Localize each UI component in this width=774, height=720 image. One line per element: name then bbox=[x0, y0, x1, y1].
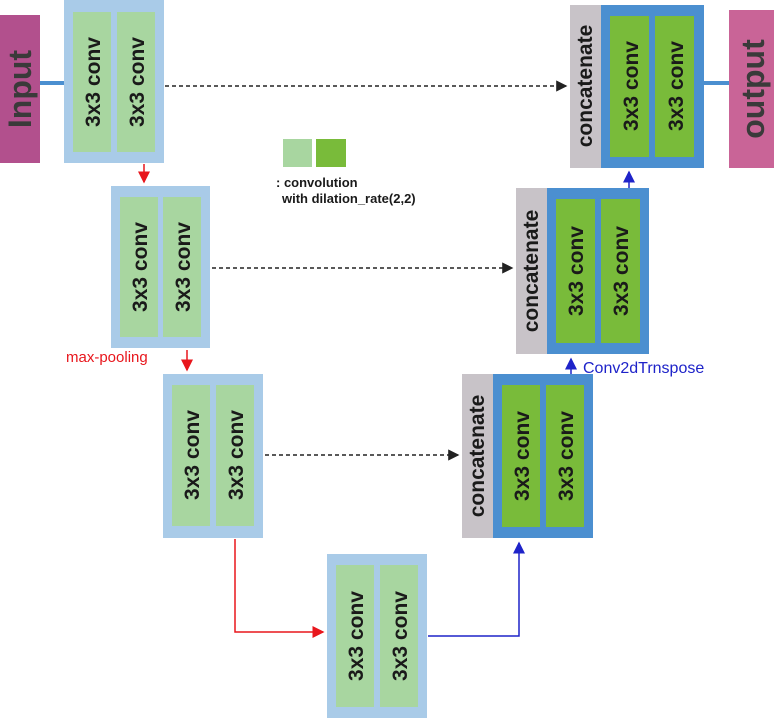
concatenate-label: concatenate bbox=[574, 25, 597, 148]
bottleneck-block: 3x3 conv 3x3 conv bbox=[327, 554, 427, 718]
conv-label: 3x3 conv bbox=[610, 226, 633, 316]
dilated-conv-layer bbox=[601, 199, 640, 343]
decoder-block-2: concatenate 3x3 conv 3x3 conv bbox=[516, 188, 649, 354]
conv-label: 3x3 conv bbox=[181, 410, 204, 500]
dilated-conv-layer bbox=[502, 385, 540, 527]
conv-label: 3x3 conv bbox=[620, 41, 643, 131]
upconv-arrow-1 bbox=[428, 541, 525, 637]
conv-label: 3x3 conv bbox=[389, 591, 412, 681]
maxpool-label: max-pooling bbox=[66, 349, 148, 366]
conv-layer bbox=[163, 197, 201, 337]
conv-layer bbox=[120, 197, 158, 337]
maxpool-arrow-3 bbox=[234, 539, 325, 638]
conv-label: 3x3 conv bbox=[555, 411, 578, 501]
upconv-label: Conv2dTrnspose bbox=[583, 360, 704, 377]
concatenate-box bbox=[516, 188, 547, 354]
output-label: output bbox=[735, 39, 771, 139]
legend-text-line1: : convolution bbox=[276, 175, 358, 190]
dilated-conv-layer bbox=[556, 199, 595, 343]
decoder-block-3: concatenate 3x3 conv 3x3 conv bbox=[570, 5, 704, 168]
conv-label: 3x3 conv bbox=[172, 222, 195, 312]
conv-layer bbox=[172, 385, 210, 526]
dilated-conv-layer bbox=[546, 385, 584, 527]
conv-label: 3x3 conv bbox=[665, 41, 688, 131]
conv-label: 3x3 conv bbox=[225, 410, 248, 500]
input-label: Input bbox=[2, 50, 38, 129]
concatenate-box bbox=[462, 374, 493, 538]
conv-label: 3x3 conv bbox=[129, 222, 152, 312]
output-block: output bbox=[729, 10, 774, 168]
conv-layer bbox=[216, 385, 254, 526]
concatenate-label: concatenate bbox=[520, 210, 543, 333]
conv-label: 3x3 conv bbox=[565, 226, 588, 316]
dilated-conv-layer bbox=[655, 16, 694, 157]
conv-label: 3x3 conv bbox=[126, 37, 149, 127]
decoder-block-1: concatenate 3x3 conv 3x3 conv bbox=[462, 374, 593, 538]
conv-label: 3x3 conv bbox=[82, 37, 105, 127]
legend-text-line2: with dilation_rate(2,2) bbox=[281, 191, 416, 206]
concatenate-box bbox=[570, 5, 601, 168]
concatenate-label: concatenate bbox=[466, 395, 489, 518]
input-block: Input bbox=[0, 15, 40, 163]
dilated-conv-layer bbox=[610, 16, 649, 157]
conv-label: 3x3 conv bbox=[345, 591, 368, 681]
conv-layer bbox=[380, 565, 418, 707]
encoder-block-1: 3x3 conv 3x3 conv bbox=[64, 0, 164, 163]
encoder-block-2: 3x3 conv 3x3 conv bbox=[111, 186, 210, 348]
conv-label: 3x3 conv bbox=[511, 411, 534, 501]
legend: : convolution with dilation_rate(2,2) bbox=[276, 139, 416, 206]
encoder-block-3: 3x3 conv 3x3 conv bbox=[163, 374, 263, 538]
conv-layer bbox=[117, 12, 155, 152]
conv-layer bbox=[336, 565, 374, 707]
legend-swatch-dilated bbox=[316, 139, 346, 167]
conv-layer bbox=[73, 12, 111, 152]
legend-swatch-conv bbox=[283, 139, 312, 167]
